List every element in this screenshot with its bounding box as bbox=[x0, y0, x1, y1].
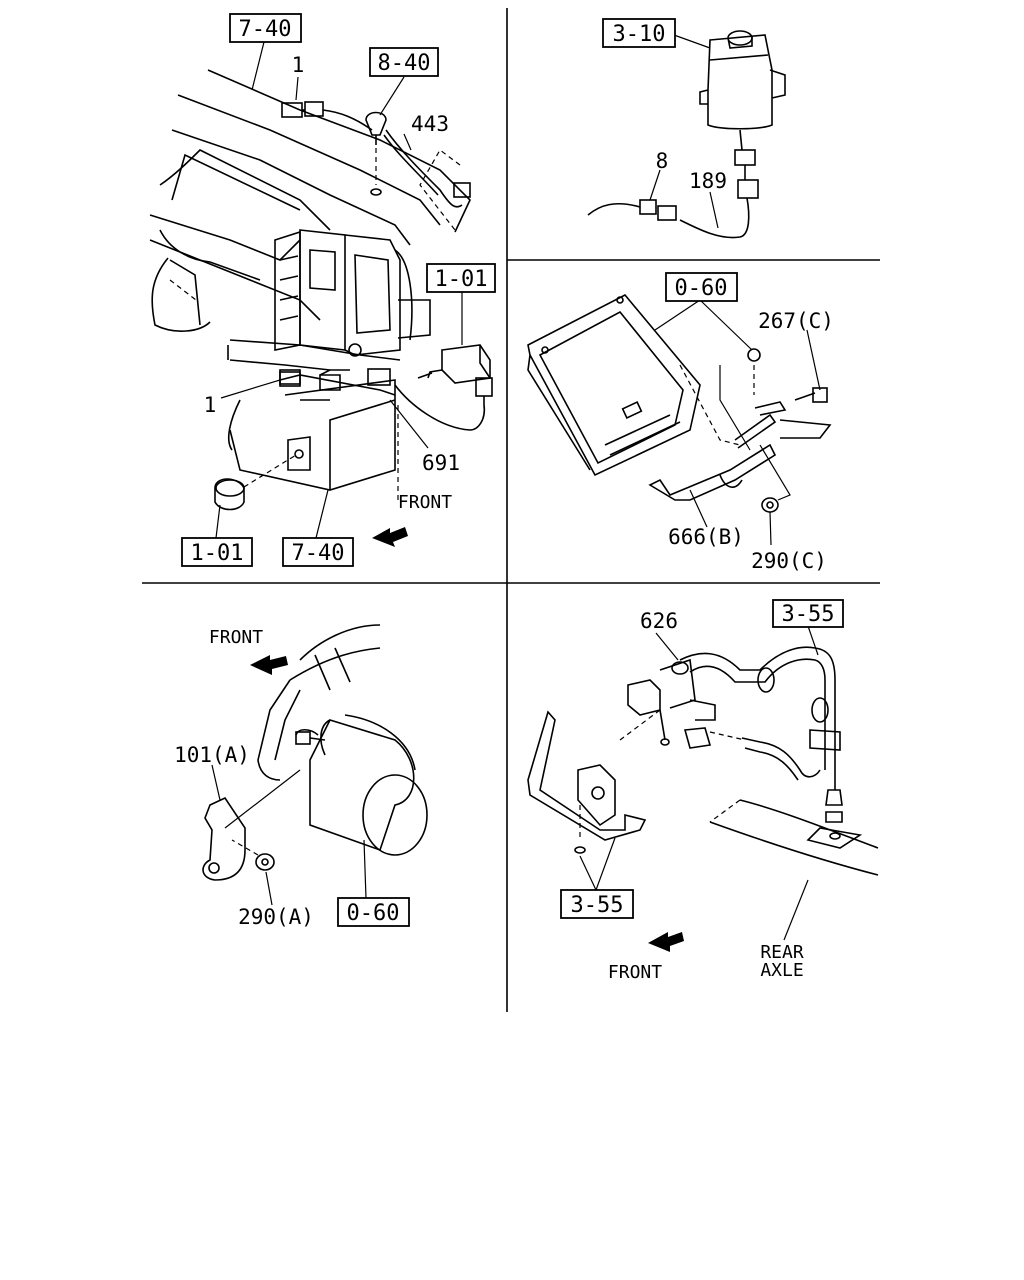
callout-box-8-40 bbox=[369, 47, 439, 77]
front-arrow-canister bbox=[250, 655, 288, 675]
mounting-bracket-3-55 bbox=[527, 710, 647, 854]
callout-box-7-40-bottom bbox=[282, 537, 354, 567]
rear-label: REAR bbox=[760, 942, 804, 963]
bracket-101a bbox=[202, 769, 301, 881]
frame-rail-canister bbox=[257, 624, 381, 781]
part-number-666b: 666(B) bbox=[668, 525, 744, 549]
brake-pipes bbox=[679, 646, 863, 849]
ecu-bracket-666b bbox=[648, 364, 832, 501]
front-label-dash: FRONT bbox=[398, 492, 452, 513]
callout-box-7-40-top bbox=[229, 13, 302, 43]
part-number-1-top: 1 bbox=[292, 53, 305, 77]
dashboard-illustration bbox=[149, 69, 471, 500]
canister-panel: FRONT bbox=[174, 624, 428, 929]
front-label-canister: FRONT bbox=[209, 627, 263, 648]
part-number-101a: 101(A) bbox=[174, 743, 250, 767]
reservoir-tank bbox=[699, 30, 786, 199]
front-label-axle: FRONT bbox=[608, 962, 662, 983]
callout-box-3-10 bbox=[602, 18, 676, 48]
connector-1-top bbox=[281, 101, 373, 131]
nut-290c bbox=[761, 497, 779, 513]
clip-8-40 bbox=[365, 111, 387, 196]
callout-7-40-bottom: 7-40 bbox=[292, 541, 345, 566]
callout-box-3-55-top bbox=[772, 599, 844, 628]
callout-3-55-top: 3-55 bbox=[782, 602, 835, 627]
connector-691 bbox=[367, 368, 391, 386]
callout-7-40-top: 7-40 bbox=[239, 17, 292, 42]
axle-leaders bbox=[579, 625, 819, 941]
ecu-panel: 0-60 267(C) 666(B) 290(C) bbox=[527, 272, 834, 573]
plug-1-01-bottom bbox=[214, 454, 297, 511]
bolt-267c bbox=[794, 387, 828, 403]
canister-body bbox=[295, 714, 428, 856]
callout-3-55-bottom: 3-55 bbox=[571, 893, 624, 918]
part-number-443: 443 bbox=[411, 112, 449, 136]
callout-1-01-bottom: 1-01 bbox=[191, 541, 244, 566]
front-arrow-axle bbox=[648, 932, 684, 952]
callout-8-40: 8-40 bbox=[378, 51, 431, 76]
switch-1-01-right bbox=[394, 344, 493, 431]
connector-1-left bbox=[279, 371, 301, 387]
valve-626 bbox=[619, 658, 746, 749]
nut-ecu-top bbox=[747, 348, 761, 395]
part-number-691: 691 bbox=[422, 451, 460, 475]
callout-box-0-60-ecu bbox=[665, 272, 738, 302]
reservoir-leaders bbox=[649, 34, 719, 229]
front-arrow-dash bbox=[372, 527, 408, 547]
axle-label: AXLE bbox=[760, 960, 803, 981]
nut-290a bbox=[231, 839, 275, 871]
part-number-626: 626 bbox=[640, 609, 678, 633]
harness-443 bbox=[383, 129, 471, 231]
ecu-unit bbox=[527, 293, 701, 477]
callout-box-0-60-canister bbox=[337, 897, 410, 927]
callout-0-60-ecu: 0-60 bbox=[675, 276, 728, 301]
part-number-267c: 267(C) bbox=[758, 309, 834, 333]
callout-box-1-01-bottom bbox=[181, 537, 253, 567]
panel-dividers bbox=[142, 8, 880, 1012]
callout-3-10: 3-10 bbox=[613, 22, 666, 47]
callout-0-60-canister: 0-60 bbox=[347, 901, 400, 926]
axle-panel: 626 3-55 3-55 FRONT REAR AXLE bbox=[527, 599, 879, 983]
callout-1-01-right: 1-01 bbox=[435, 267, 488, 292]
part-number-8: 8 bbox=[656, 149, 669, 173]
rear-axle-beam bbox=[709, 799, 879, 876]
part-number-290c: 290(C) bbox=[751, 549, 827, 573]
harness-189 bbox=[587, 197, 750, 239]
part-number-1-left: 1 bbox=[204, 393, 217, 417]
ecu-leaders bbox=[654, 299, 821, 546]
reservoir-panel: 3-10 8 189 bbox=[587, 18, 786, 239]
callout-box-1-01-right bbox=[426, 263, 496, 293]
dash-leaders bbox=[215, 41, 463, 539]
dashboard-panel: 7-40 1 8-40 443 1-01 1 691 FRONT 1-01 7-… bbox=[149, 13, 496, 567]
part-number-290a: 290(A) bbox=[238, 905, 314, 929]
callout-box-3-55-bottom bbox=[560, 889, 634, 919]
canister-leaders bbox=[211, 764, 367, 906]
part-number-189: 189 bbox=[689, 169, 727, 193]
